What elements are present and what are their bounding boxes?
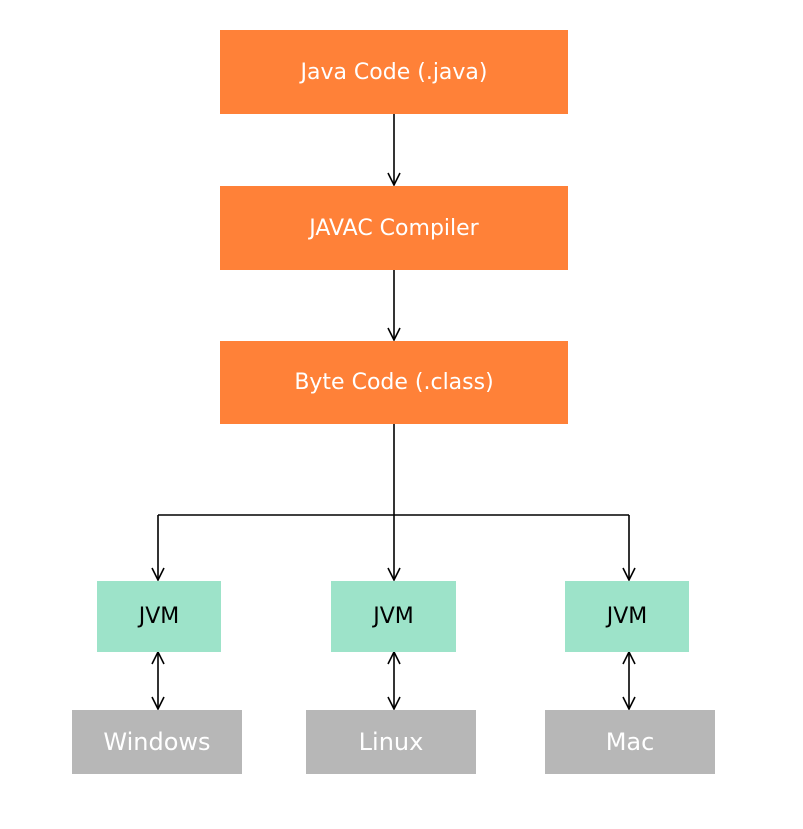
byte-code-box: Byte Code (.class) [220,341,568,424]
jvm-linux-box: JVM [331,581,456,652]
os-windows-label: Windows [103,728,211,756]
javac-compiler-box: JAVAC Compiler [220,186,568,270]
os-windows-box: Windows [72,710,242,774]
jvm-mac-label: JVM [606,604,648,629]
byte-code-label: Byte Code (.class) [294,370,494,395]
java-code-box: Java Code (.java) [220,30,568,114]
javac-compiler-label: JAVAC Compiler [309,215,479,241]
jvm-windows-label: JVM [138,604,180,629]
os-linux-box: Linux [306,710,476,774]
os-mac-label: Mac [605,728,655,756]
os-mac-box: Mac [545,710,715,774]
jvm-mac-box: JVM [565,581,689,652]
os-linux-label: Linux [358,728,424,756]
java-code-label: Java Code (.java) [300,59,488,85]
jvm-linux-label: JVM [373,604,414,629]
jvm-windows-box: JVM [97,581,221,652]
